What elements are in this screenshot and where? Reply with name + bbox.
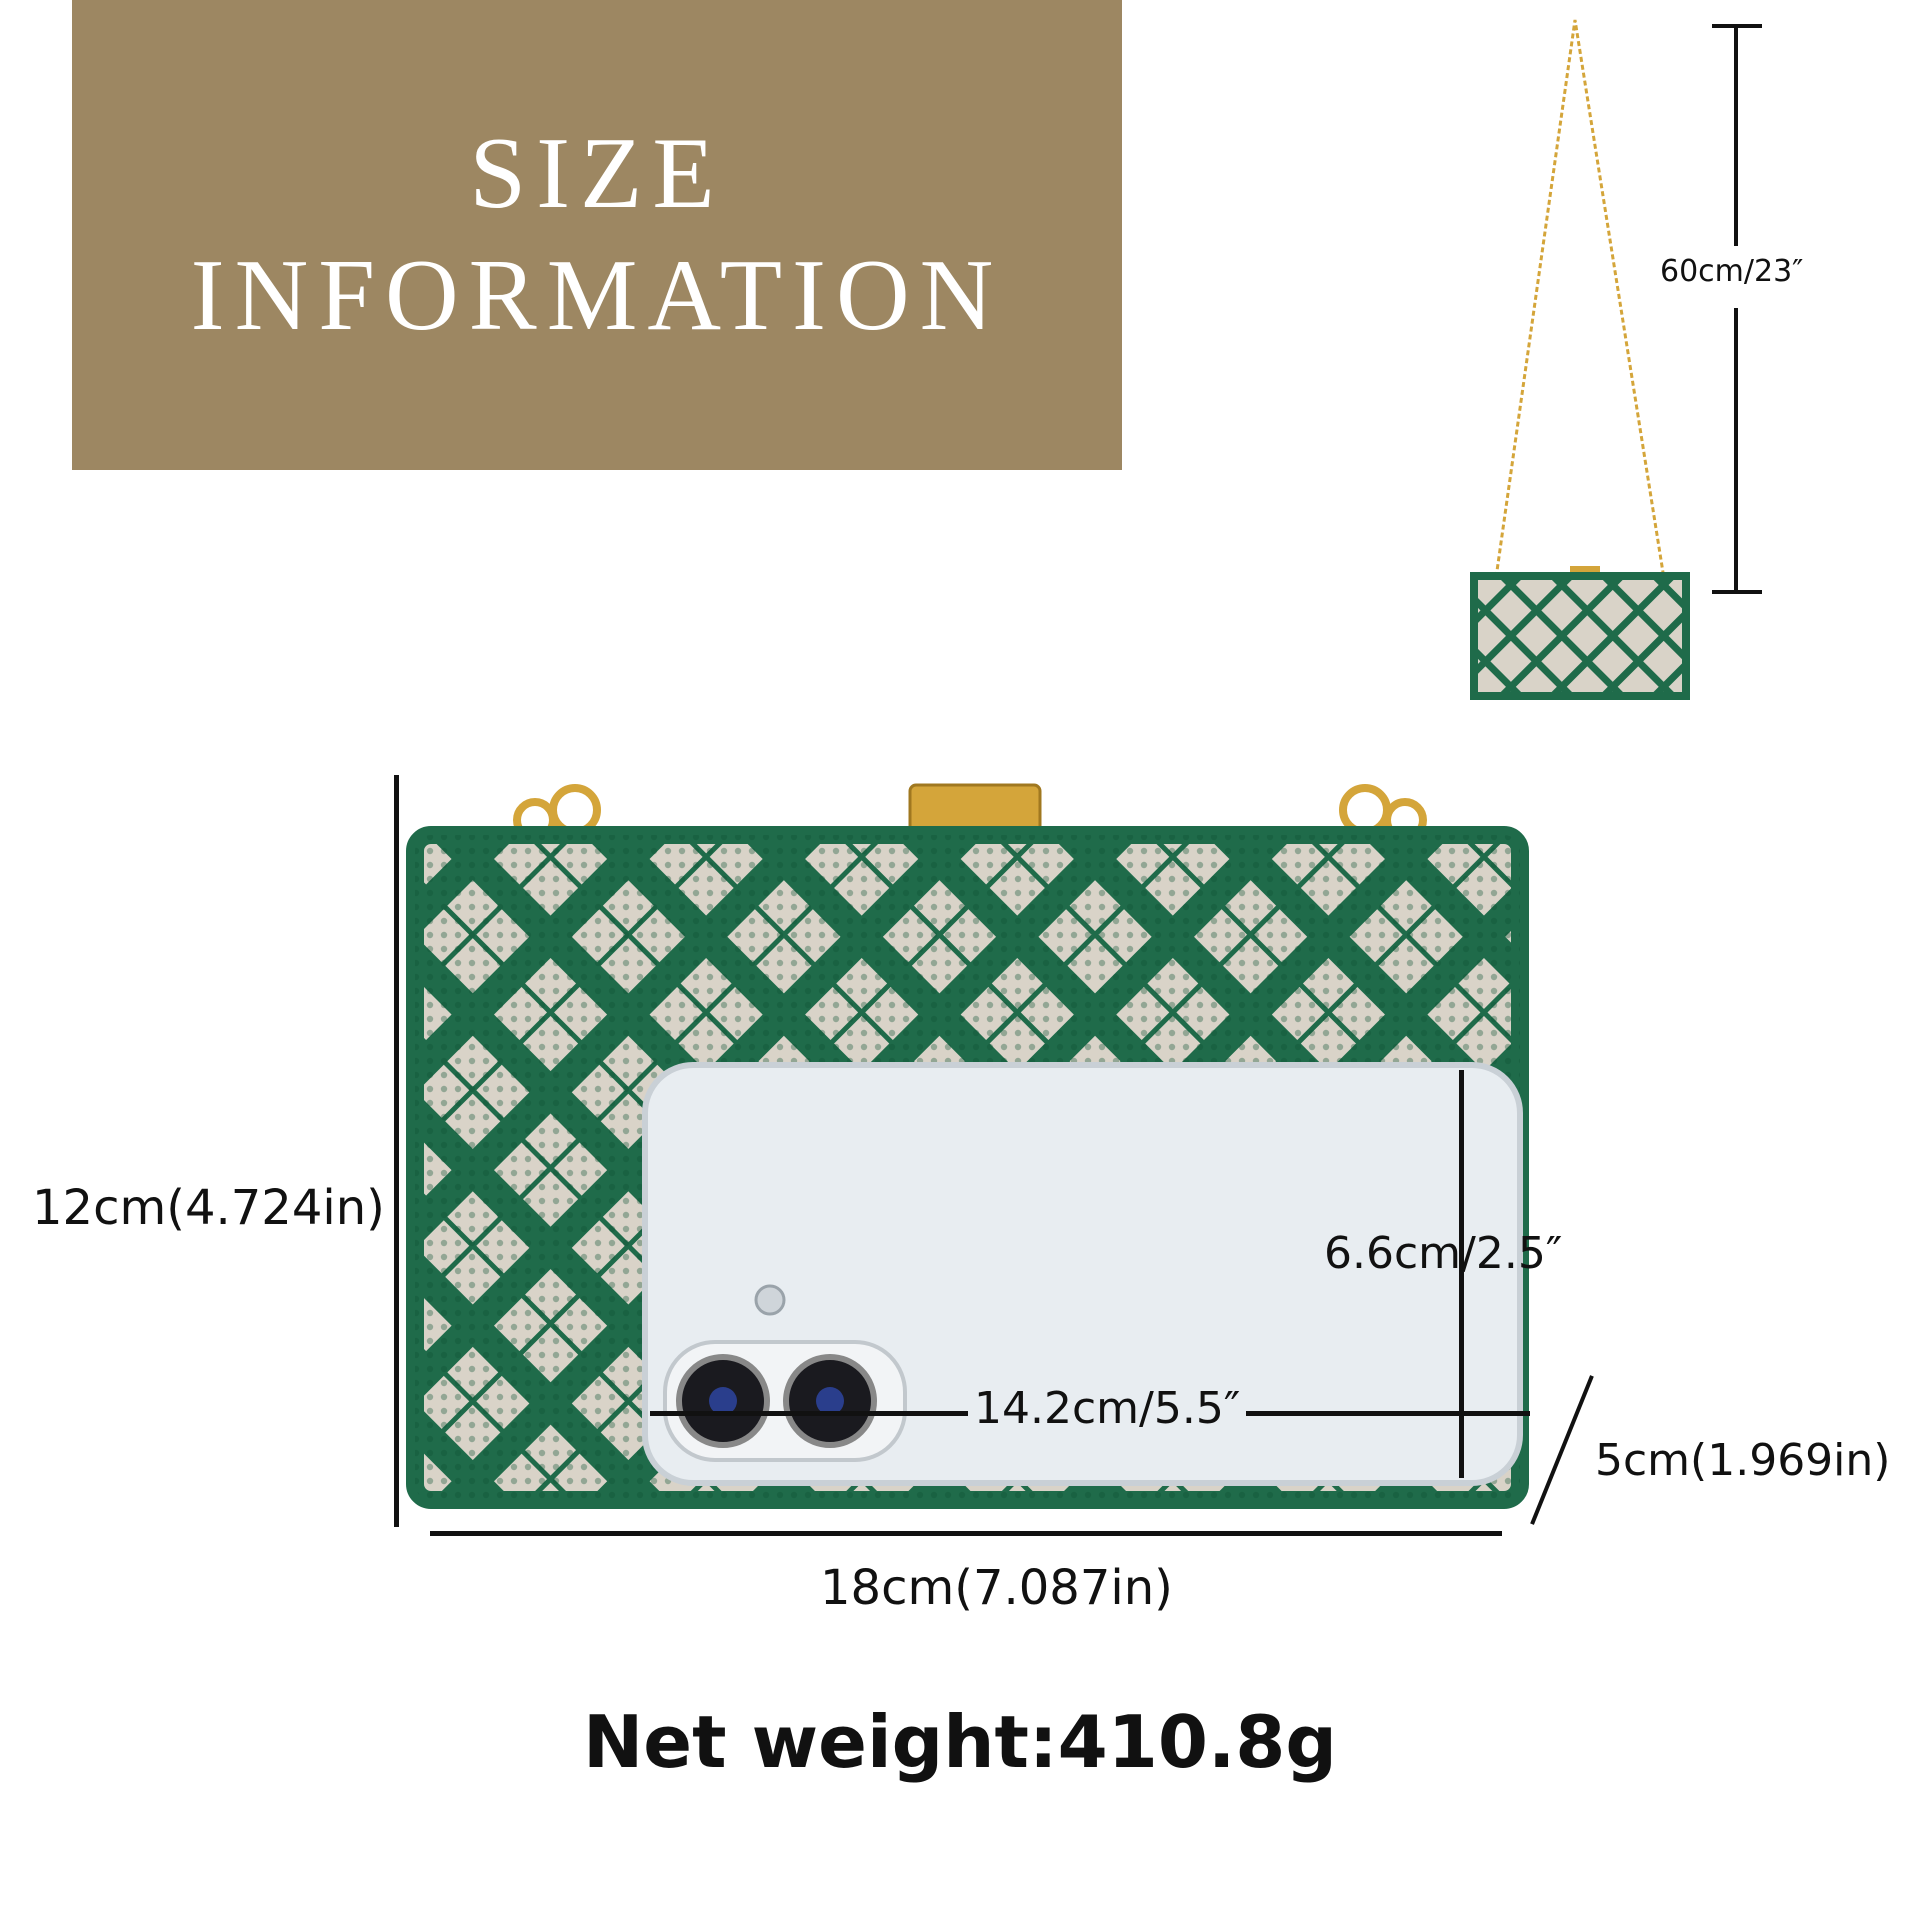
strap-dimension-line-lower [1734,308,1738,592]
bag-with-chain-image [1470,19,1690,700]
phone-width-label: 14.2cm/5.5″ [968,1383,1247,1434]
strap-dimension-cap-bottom [1712,590,1762,594]
small-bag-body [1470,572,1690,700]
depth-label: 5cm(1.969in) [1595,1435,1891,1486]
height-dimension-line [394,775,399,1527]
height-label: 12cm(4.724in) [32,1180,385,1236]
banner-title-line2: INFORMATION [190,239,1004,352]
strap-dimension-line-upper [1734,24,1738,246]
width-label: 18cm(7.087in) [820,1560,1173,1616]
chain-strap [1493,19,1667,586]
phone-height-dimension-line [1459,1070,1464,1478]
width-dimension-line [430,1531,1502,1536]
net-weight-label: Net weight:410.8g [583,1700,1337,1784]
left-chain-ring [549,784,601,836]
phone-height-label: 6.6cm/2.5″ [1324,1228,1563,1279]
strap-length-label: 60cm/23″ [1660,254,1804,289]
phone-flash [754,1284,786,1316]
bag-with-phone-image [406,783,1529,1509]
size-information-banner: SIZE INFORMATION [72,0,1122,470]
right-chain-ring [1339,784,1391,836]
banner-title-line1: SIZE [469,116,725,230]
